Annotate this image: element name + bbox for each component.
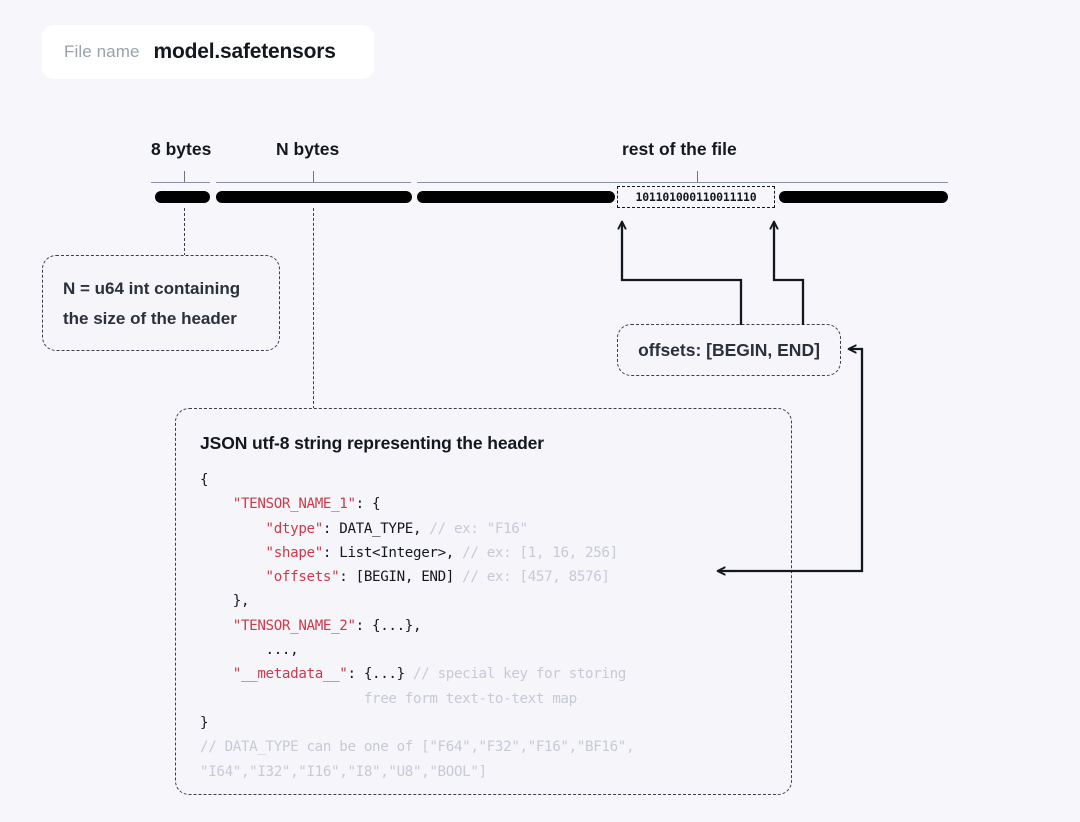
binary-sample-text: 101101000110011110 <box>635 190 757 204</box>
file-name-value: model.safetensors <box>153 40 336 63</box>
ruler-label-8-bytes: 8 bytes <box>151 139 212 159</box>
measure-line-8-bytes <box>151 182 210 183</box>
callout-offsets: offsets: [BEGIN, END] <box>617 324 841 376</box>
ruler-label-rest-of-file: rest of the file <box>622 139 737 159</box>
byte-bar-segment-header <box>216 191 412 203</box>
leader-line-to-nbytes-callout <box>184 208 185 256</box>
byte-bar-segment-data-right <box>779 191 948 203</box>
tick-mark-rest-of-file <box>697 171 698 182</box>
callout-n-bytes: N = u64 int containing the size of the h… <box>42 255 280 351</box>
callout-n-bytes-line-1: N = u64 int containing <box>63 279 241 298</box>
callout-n-bytes-line-2: the size of the header <box>63 309 237 328</box>
connector-end-offset <box>774 222 805 325</box>
byte-bar-segment-data-left <box>417 191 615 203</box>
file-name-label: File name <box>64 42 140 61</box>
binary-sample-box: 101101000110011110 <box>617 186 775 208</box>
callout-json-title: JSON utf-8 string representing the heade… <box>200 433 545 453</box>
measure-line-n-bytes <box>216 182 411 183</box>
byte-bar-segment-header-size <box>155 191 210 203</box>
tick-mark-8-bytes <box>184 171 185 182</box>
file-name-pill: File name model.safetensors <box>42 25 374 79</box>
leader-line-to-json-callout <box>313 208 314 409</box>
measure-line-rest-of-file <box>417 182 948 183</box>
tick-mark-n-bytes <box>313 171 314 182</box>
json-header-code: { "TENSOR_NAME_1": { "dtype": DATA_TYPE,… <box>200 472 635 780</box>
ruler-label-n-bytes: N bytes <box>276 139 340 159</box>
callout-offsets-text: offsets: [BEGIN, END] <box>638 339 820 360</box>
callout-json-header: JSON utf-8 string representing the heade… <box>175 408 792 795</box>
connector-begin-offset <box>622 222 743 325</box>
